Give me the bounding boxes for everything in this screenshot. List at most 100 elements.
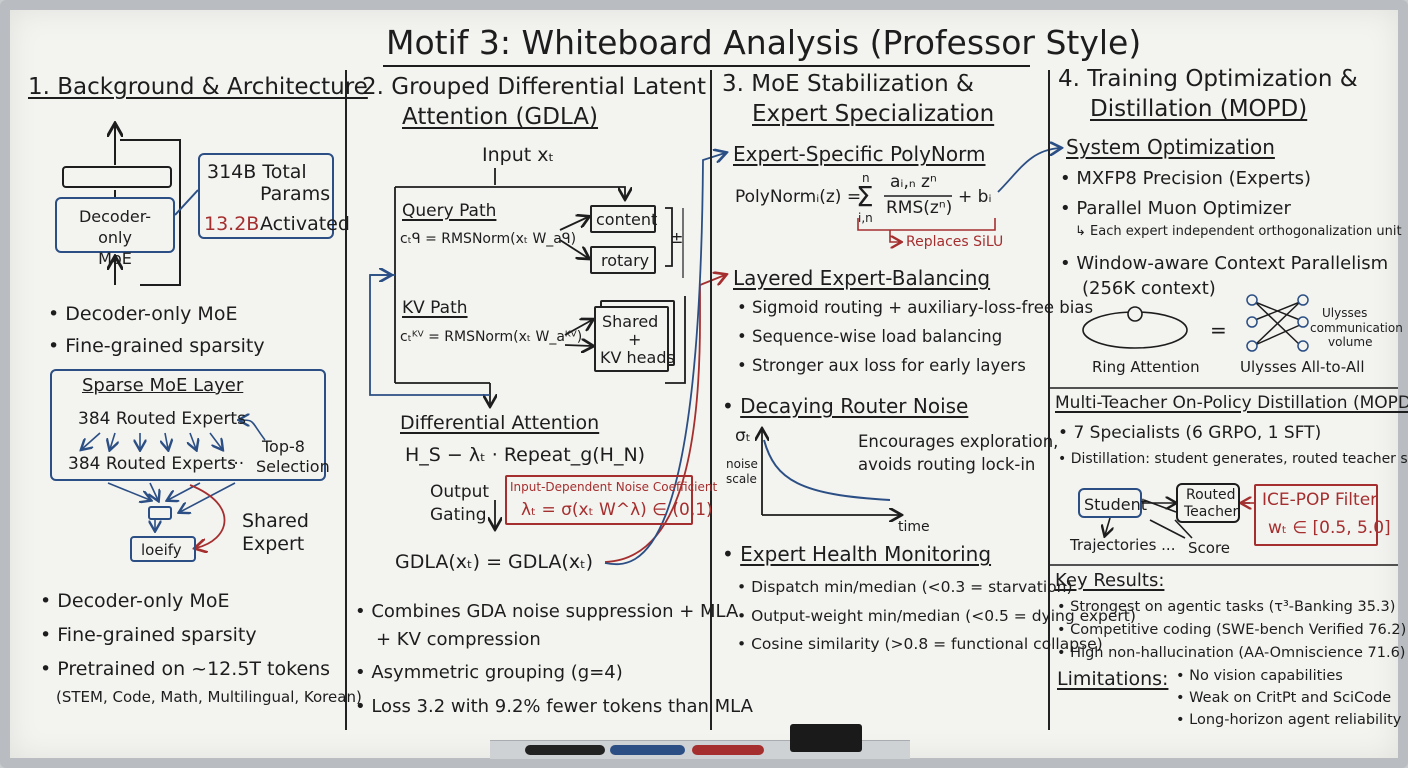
col2-bullet-1-text: Combines GDA noise suppression + MLA — [371, 601, 739, 622]
health-bullet-2-text: Output-weight min/median (<0.5 = dying e… — [751, 607, 1136, 625]
time-axis-label: time — [898, 519, 930, 535]
col2-bullet-2: • Asymmetric grouping (g=4) — [355, 662, 623, 683]
col1-bullet-3-text: Decoder-only MoE — [57, 590, 230, 612]
polynorm-title: Expert-Specific PolyNorm — [733, 142, 986, 166]
combine-box: loeify — [130, 536, 196, 562]
polynorm-denominator: RMS(zⁿ) — [886, 198, 953, 218]
params-label: Params — [260, 183, 331, 205]
gdla-eq: GDLA(xₜ) = GDLA(xₜ) — [395, 551, 594, 573]
rotary-label: rotary — [601, 251, 650, 270]
result-1: • Strongest on agentic tasks (τ³-Banking… — [1057, 599, 1396, 615]
content-box: content — [590, 205, 657, 233]
limits-title: Limitations: — [1057, 668, 1169, 690]
col1-bullet-3: • Decoder-only MoE — [40, 590, 230, 612]
result-2-text: Competitive coding (SWE-bench Verified 7… — [1070, 622, 1407, 638]
student-box: Student — [1078, 488, 1147, 518]
icepop-box: ICE-POP Filter wₜ ∈ [0.5, 5.0] — [1254, 484, 1391, 546]
column-divider — [1048, 70, 1050, 730]
balancing-bullet-3: • Stronger aux loss for early layers — [737, 356, 1026, 375]
trajectories-label: Trajectories ... — [1070, 536, 1176, 554]
noise-note-2: avoids routing lock-in — [858, 455, 1036, 474]
decoder-box: Decoder-only MoE — [55, 197, 175, 268]
limit-1: • No vision capabilities — [1176, 668, 1343, 684]
col2-bullet-2-text: Asymmetric grouping (g=4) — [371, 662, 623, 683]
noise-axis-label-2: scale — [726, 472, 757, 486]
col2-header-1: 2. Grouped Differential Latent — [362, 74, 706, 100]
sysopt-bullet-1-text: MXFP8 Precision (Experts) — [1076, 168, 1312, 189]
col3-header-1: 3. MoE Stabilization & — [722, 71, 974, 97]
health-bullet-2: • Output-weight min/median (<0.5 = dying… — [737, 607, 1136, 625]
mopd-title: Multi-Teacher On-Policy Distillation (MO… — [1055, 393, 1408, 413]
limit-2: • Weak on CritPt and SciCode — [1176, 690, 1392, 706]
mopd-bullet-2-text: Distillation: student generates, routed … — [1070, 451, 1408, 467]
query-eq: cₜᑫ = RMSNorm(xₜ W_aᑫ) — [400, 231, 577, 247]
topk-label-1: Top-8 — [262, 437, 305, 456]
eraser[interactable] — [790, 724, 862, 752]
health-bullet-3: • Cosine similarity (>0.8 = functional c… — [737, 635, 1103, 653]
ulysses-note-3: volume — [1328, 335, 1373, 349]
mopd-bullet-1-text: 7 Specialists (6 GRPO, 1 SFT) — [1073, 423, 1322, 443]
shared-expert-label-1: Shared — [242, 510, 309, 532]
shared-expert-label-2: Expert — [242, 533, 305, 555]
icepop-title: ICE-POP Filter — [1262, 490, 1378, 510]
col1-bullet-4: • Fine-grained sparsity — [40, 624, 257, 646]
shared-kv-box: Shared + KV heads — [594, 306, 675, 372]
teacher-box: Routed Teacher — [1176, 483, 1240, 523]
balancing-title: Layered Expert-Balancing — [733, 266, 991, 290]
col4-header-2: Distillation (MOPD) — [1090, 96, 1308, 122]
routed-ellipsis: ··· — [228, 454, 245, 474]
routed-experts-bottom: 384 Routed Experts — [68, 454, 236, 474]
polynorm-sum-bottom: i,n — [858, 211, 873, 225]
params-box: 314B Total Params 13.2B Activated — [198, 153, 350, 239]
result-1-text: Strongest on agentic tasks (τ³-Banking 3… — [1070, 599, 1396, 615]
score-label: Score — [1188, 539, 1231, 557]
col1-bullet-1-text: Decoder-only MoE — [65, 303, 238, 325]
black-marker[interactable] — [525, 745, 605, 755]
blue-marker[interactable] — [610, 745, 685, 755]
output-gating-1: Output — [430, 482, 490, 502]
pretrain-detail: (STEM, Code, Math, Multilingual, Korean) — [56, 688, 362, 706]
student-label: Student — [1084, 495, 1147, 514]
health-bullet-1: • Dispatch min/median (<0.3 = starvation… — [737, 578, 1073, 596]
col2-bullet-1: • Combines GDA noise suppression + MLA — [355, 601, 739, 622]
combine-box-label: loeify — [141, 541, 182, 559]
window-bullet-text: Window-aware Context Parallelism — [1076, 253, 1389, 274]
ulysses-note-1: Ulysses — [1322, 306, 1368, 320]
limit-3-text: Long-horizon agent reliability — [1189, 712, 1402, 728]
kv-eq: cₜᴷⱽ = RMSNorm(xₜ W_aᴷⱽ) — [400, 329, 583, 345]
muon-note: ↳ Each expert independent orthogonalizat… — [1075, 224, 1402, 239]
topk-label-2: Selection — [256, 457, 330, 476]
col1-bullet-2-text: Fine-grained sparsity — [65, 335, 265, 357]
red-marker[interactable] — [692, 745, 764, 755]
noise-coefficient-eq: λₜ = σ(xₜ W^λ) ∈ (0,1) — [521, 500, 713, 520]
icepop-range: wₜ ∈ [0.5, 5.0] — [1268, 518, 1391, 538]
column-divider — [345, 70, 347, 730]
decoder-stack-block — [62, 166, 172, 188]
col4-header-1: 4. Training Optimization & — [1058, 66, 1358, 92]
col2-bullet-3-text: Loss 3.2 with 9.2% fewer tokens than MLA — [371, 696, 753, 717]
noise-coefficient-title: Input-Dependent Noise Coefficient — [510, 480, 718, 494]
col1-bullet-2: • Fine-grained sparsity — [48, 335, 265, 357]
col2-bullet-3: • Loss 3.2 with 9.2% fewer tokens than M… — [355, 696, 753, 717]
router-noise-bullet: • Decaying Router Noise — [722, 394, 969, 418]
shared-kv-label-2: + — [628, 330, 642, 349]
health-bullet: • Expert Health Monitoring — [722, 542, 992, 566]
polynorm-sum-top: n — [862, 171, 870, 185]
sysopt-title: System Optimization — [1066, 135, 1275, 159]
window-bullet: • Window-aware Context Parallelism — [1060, 253, 1389, 274]
col1-bullet-5: • Pretrained on ~12.5T tokens — [40, 658, 331, 680]
ulysses-note-2: communication — [1310, 321, 1403, 335]
sparse-moe-box: Sparse MoE Layer 384 Routed Experts 384 … — [50, 369, 326, 481]
router-noise-title: Decaying Router Noise — [740, 394, 969, 418]
col1-bullet-4-text: Fine-grained sparsity — [57, 624, 257, 646]
window-context: (256K context) — [1082, 278, 1216, 299]
params-total: 314B Total — [207, 161, 307, 183]
equals-sign: = — [1210, 318, 1227, 342]
page-title: Motif 3: Whiteboard Analysis (Professor … — [386, 23, 1142, 62]
noise-coefficient-box: Input-Dependent Noise Coefficient λₜ = σ… — [505, 475, 717, 525]
params-activated-value: 13.2B — [204, 213, 260, 235]
limit-1-text: No vision capabilities — [1189, 668, 1343, 684]
mopd-bullet-1: • 7 Specialists (6 GRPO, 1 SFT) — [1058, 423, 1322, 443]
noise-axis-label-1: noise — [726, 457, 758, 471]
results-title: Key Results: — [1055, 570, 1165, 591]
